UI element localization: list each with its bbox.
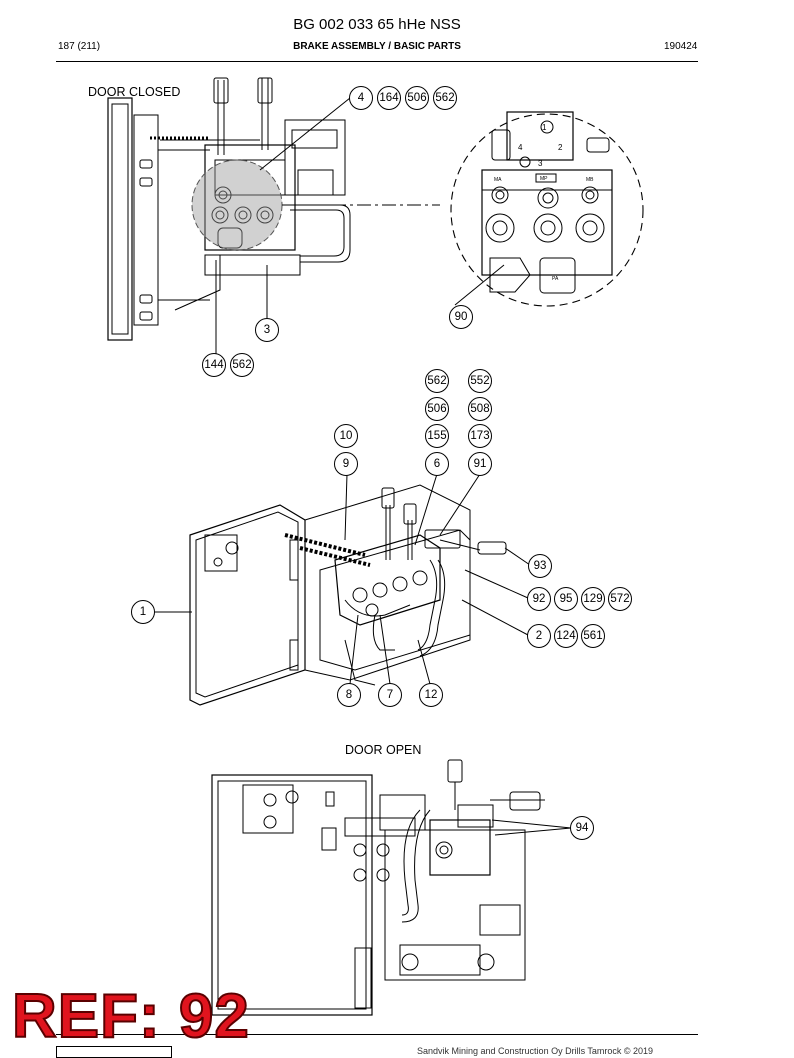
callout-552[interactable]: 552: [468, 369, 492, 393]
callout-91[interactable]: 91: [468, 452, 492, 476]
footer-rule: [56, 1034, 698, 1035]
document-title: BG 002 033 65 hHe NSS: [293, 16, 461, 33]
section-title: BRAKE ASSEMBLY / BASIC PARTS: [293, 41, 461, 52]
callout-95[interactable]: 95: [554, 587, 578, 611]
callout-144[interactable]: 144: [202, 353, 226, 377]
callout-93[interactable]: 93: [528, 554, 552, 578]
callout-8[interactable]: 8: [337, 683, 361, 707]
callout-92[interactable]: 92: [527, 587, 551, 611]
callout-10[interactable]: 10: [334, 424, 358, 448]
detail-port-3: 3: [538, 159, 543, 168]
callout-6[interactable]: 6: [425, 452, 449, 476]
view3-leaders: [491, 819, 572, 836]
callout-506[interactable]: 506: [425, 397, 449, 421]
detail-label-mp: MP: [540, 176, 548, 182]
view1-leaders: [215, 97, 351, 354]
callout-3[interactable]: 3: [255, 318, 279, 342]
door-closed-drawing: [107, 77, 440, 341]
callout-124[interactable]: 124: [554, 624, 578, 648]
callout-562[interactable]: 562: [433, 86, 457, 110]
document-number: 190424: [664, 41, 698, 52]
door-open-label: DOOR OPEN: [345, 743, 422, 757]
detail-label-ma: MA: [494, 177, 502, 183]
callout-129[interactable]: 129: [581, 587, 605, 611]
callout-7[interactable]: 7: [378, 683, 402, 707]
callout-508[interactable]: 508: [468, 397, 492, 421]
door-open-drawing: [211, 759, 545, 1016]
callout-155[interactable]: 155: [425, 424, 449, 448]
header-rule: [56, 61, 698, 62]
callout-562[interactable]: 562: [230, 353, 254, 377]
callout-2[interactable]: 2: [527, 624, 551, 648]
door-closed-label: DOOR CLOSED: [88, 85, 181, 99]
detail-label-mb: MB: [586, 177, 594, 183]
callout-164[interactable]: 164: [377, 86, 401, 110]
copyright-text: Sandvik Mining and Construction Oy Drill…: [417, 1046, 654, 1056]
detail-port-4: 4: [518, 143, 523, 152]
ref-stamp: REF: 92: [11, 982, 250, 1051]
callout-572[interactable]: 572: [608, 587, 632, 611]
callout-173[interactable]: 173: [468, 424, 492, 448]
callout-4[interactable]: 4: [349, 86, 373, 110]
callout-9[interactable]: 9: [334, 452, 358, 476]
callout-506[interactable]: 506: [405, 86, 429, 110]
detail-port-1: 1: [542, 123, 547, 132]
callout-1[interactable]: 1: [131, 600, 155, 624]
isometric-drawing: [189, 484, 507, 706]
valve-detail-view: [450, 111, 644, 307]
callout-562[interactable]: 562: [425, 369, 449, 393]
callout-90[interactable]: 90: [449, 305, 473, 329]
callout-561[interactable]: 561: [581, 624, 605, 648]
view2-leaders: [155, 473, 531, 685]
callout-12[interactable]: 12: [419, 683, 443, 707]
callout-94[interactable]: 94: [570, 816, 594, 840]
detail-port-2: 2: [558, 143, 563, 152]
page-number: 187 (211): [58, 41, 101, 52]
detail-label-pa: PA: [552, 276, 559, 282]
